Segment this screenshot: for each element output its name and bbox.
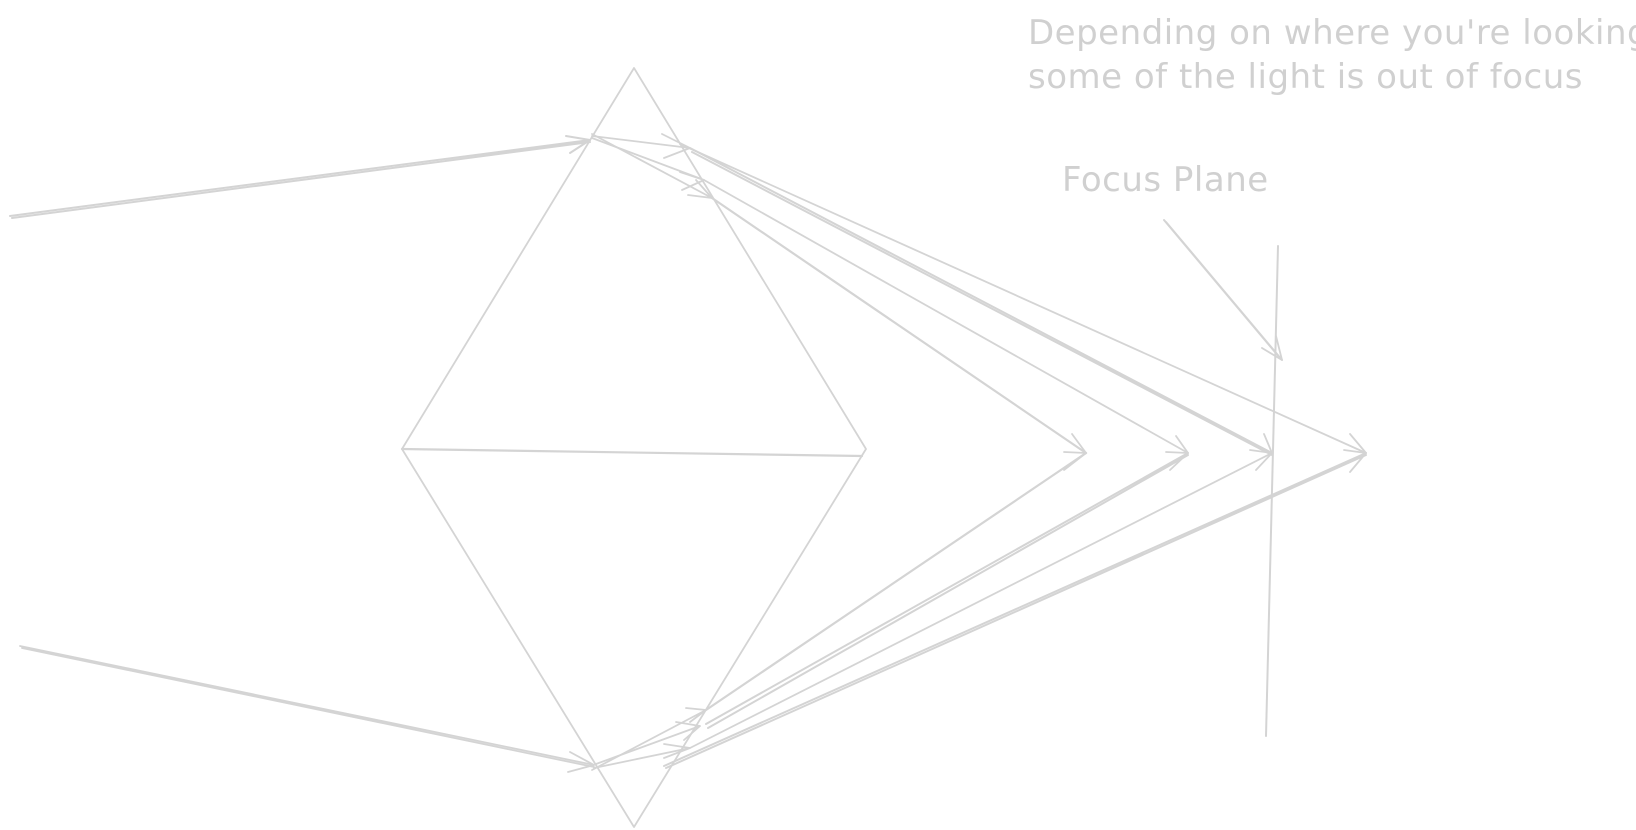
incoming-ray-top-arrowhead xyxy=(565,135,591,154)
focus-plane-label: Focus Plane xyxy=(1062,160,1269,200)
focus-plane-line xyxy=(1265,245,1279,737)
incoming-ray-bottom-arrowhead xyxy=(567,751,595,773)
ray-focus-2-bottom xyxy=(705,452,1189,729)
focus-plane-pointer xyxy=(1163,219,1283,361)
focus-2-arrowhead xyxy=(1165,435,1189,471)
lens-outline xyxy=(401,67,867,828)
ray-focus-3-top xyxy=(689,147,1273,456)
focus-plane-pointer-arrowhead xyxy=(1261,335,1283,361)
focus-3-arrowhead xyxy=(1249,433,1273,471)
annotation-line-1: Depending on where you're looking xyxy=(1028,13,1636,53)
ray-focus-1-bottom xyxy=(704,451,1088,712)
ray-focus-4-top xyxy=(679,143,1367,454)
ray-focus-2-top xyxy=(703,179,1189,454)
internal-ray-bottom-3 xyxy=(595,721,701,765)
incoming-ray-top xyxy=(9,139,591,219)
ray-focus-3-bottom xyxy=(689,452,1273,749)
ray-focus-4-bottom xyxy=(663,452,1367,769)
ray-focus-1-top xyxy=(710,196,1088,455)
optical-axis xyxy=(400,447,864,458)
incoming-ray-bottom xyxy=(19,645,595,768)
annotation-line-2: some of the light is out of focus xyxy=(1028,57,1583,97)
internal-ray-top-1 xyxy=(591,133,691,159)
diagram-strokes xyxy=(9,67,1367,828)
focus-4-arrowhead xyxy=(1343,433,1367,473)
focus-1-arrowhead xyxy=(1063,433,1087,471)
